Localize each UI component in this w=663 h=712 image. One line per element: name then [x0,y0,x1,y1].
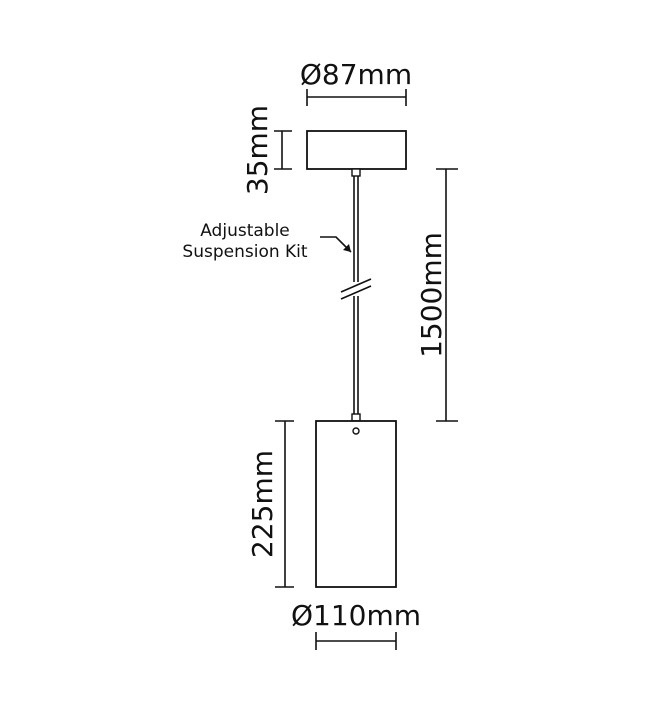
canopy-height-label: 35mm [241,105,274,195]
body-height-dimension: 225mm [246,420,294,588]
body-diameter-label: Ø110mm [291,599,421,632]
body-height-label: 225mm [246,450,279,558]
cable-break-symbol [340,278,372,300]
mounting-screw [352,427,360,435]
canopy-diameter-label: Ø87mm [300,58,412,91]
suspension-cable [340,168,372,422]
suspension-kit-annotation: Adjustable Suspension Kit [182,221,352,262]
body-diameter-dimension: Ø110mm [291,599,421,650]
suspension-length-dimension: 1500mm [415,168,458,422]
canopy-diameter-dimension: Ø87mm [300,58,412,106]
suspension-length-label: 1500mm [415,232,448,358]
suspension-label-line2: Suspension Kit [182,242,307,262]
pendant-body [315,420,397,588]
canopy-height-dimension: 35mm [241,105,292,195]
suspension-label-line1: Adjustable [200,221,290,241]
canopy [306,130,407,170]
